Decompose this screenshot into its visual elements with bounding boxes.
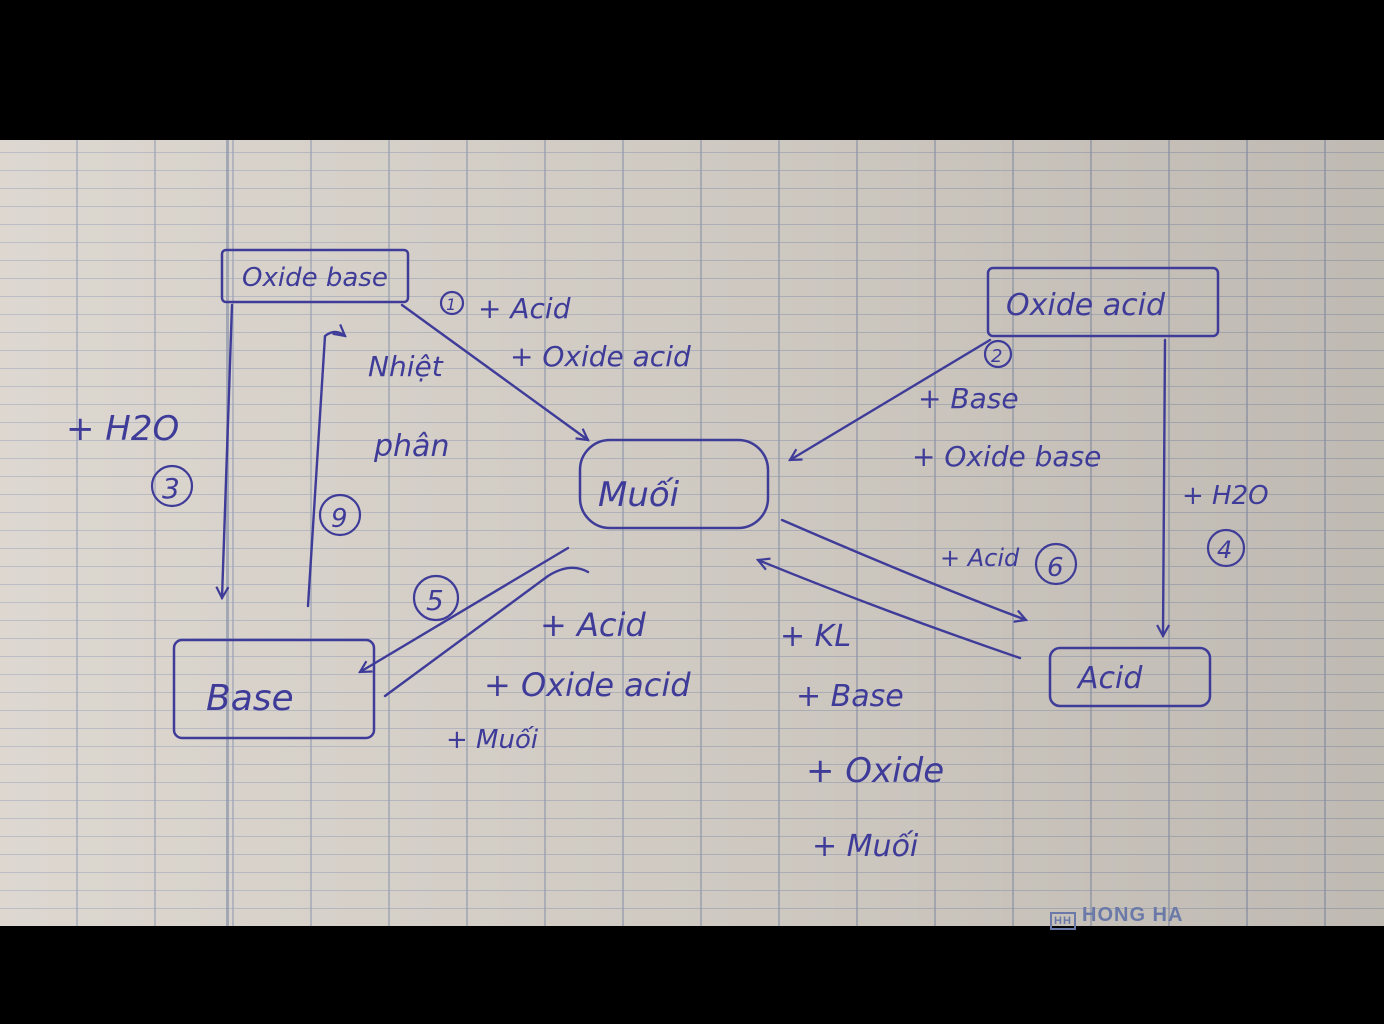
edge-4-line-1: + H2O <box>1182 481 1269 511</box>
edge-5-line-1: + Acid <box>540 606 646 644</box>
edge-9-number: 9 <box>331 504 348 534</box>
edge-4-label: + H2O 4 <box>1182 481 1269 568</box>
arrow-muoi-to-acid <box>780 518 1026 620</box>
edge-3-line-1: + H2O <box>66 409 179 449</box>
node-oxide-acid-label: Oxide acid <box>1006 288 1166 323</box>
edge-3-number: 3 <box>162 472 180 505</box>
node-muoi: Muối <box>578 438 770 530</box>
notebook-margin-line <box>226 140 229 926</box>
edge-5-label: 5 + Acid + Oxide acid + Muối <box>412 574 691 755</box>
edge-1-line-2: + Oxide acid <box>510 340 691 373</box>
arrow-muoi-to-base <box>360 546 570 674</box>
edge-3-label: + H2O 3 <box>66 409 194 508</box>
edge-9-line-1: Nhiệt <box>368 350 444 383</box>
node-oxide-acid: Oxide acid <box>986 266 1220 338</box>
edge-5-number: 5 <box>426 584 444 617</box>
notebook-paper <box>0 140 1384 926</box>
edge-2-line-2: + Oxide base <box>912 440 1101 473</box>
arrow-base-to-muoi <box>383 566 590 698</box>
node-oxide-base: Oxide base <box>220 248 410 304</box>
edge-acid-to-muoi-label: + KL + Base + Oxide + Muối <box>780 619 944 864</box>
edge-6-line-1: + Acid <box>940 544 1020 572</box>
brand-name: HONG HA <box>1082 904 1184 926</box>
notebook-brand: HH HONG HA <box>1050 904 1183 930</box>
arrow-acid-to-muoi <box>758 560 1022 660</box>
edge-4-number: 4 <box>1217 536 1232 564</box>
node-muoi-label: Muối <box>598 475 680 515</box>
arrow-oxide-acid-to-muoi <box>790 338 992 462</box>
arrow-base-to-oxide-base <box>306 332 345 608</box>
edge-1-line-1: + Acid <box>478 292 571 325</box>
brand-logo-icon: HH <box>1050 912 1076 930</box>
edge-5-line-3: + Muối <box>446 725 539 755</box>
edge-9-line-2: phân <box>373 429 449 464</box>
edge-6-label: + Acid 6 <box>940 542 1078 586</box>
arrow-oxide-base-to-base <box>222 303 234 598</box>
edge-2-number: 2 <box>991 346 1002 367</box>
node-acid-label: Acid <box>1076 661 1143 696</box>
node-oxide-base-label: Oxide base <box>242 263 388 293</box>
edge-9-label: Nhiệt phân 9 <box>318 350 449 537</box>
acid-to-muoi-line-4: + Muối <box>812 829 919 864</box>
arrow-oxide-acid-to-acid <box>1163 338 1165 636</box>
edge-2-line-1: + Base <box>918 382 1019 415</box>
node-acid: Acid <box>1048 646 1212 708</box>
arrow-oxide-base-to-muoi <box>400 303 588 440</box>
edge-5-line-2: + Oxide acid <box>484 666 691 704</box>
acid-to-muoi-line-1: + KL <box>780 619 851 654</box>
acid-to-muoi-line-3: + Oxide <box>806 751 944 791</box>
edge-2-label: 2 + Base + Oxide base <box>912 339 1101 473</box>
node-base: Base <box>172 638 376 740</box>
edge-6-number: 6 <box>1047 553 1064 583</box>
node-base-label: Base <box>206 678 294 719</box>
acid-to-muoi-line-2: + Base <box>796 679 904 714</box>
edge-1-number: 1 <box>446 295 456 314</box>
edge-1-label: 1 + Acid + Oxide acid <box>439 290 691 373</box>
